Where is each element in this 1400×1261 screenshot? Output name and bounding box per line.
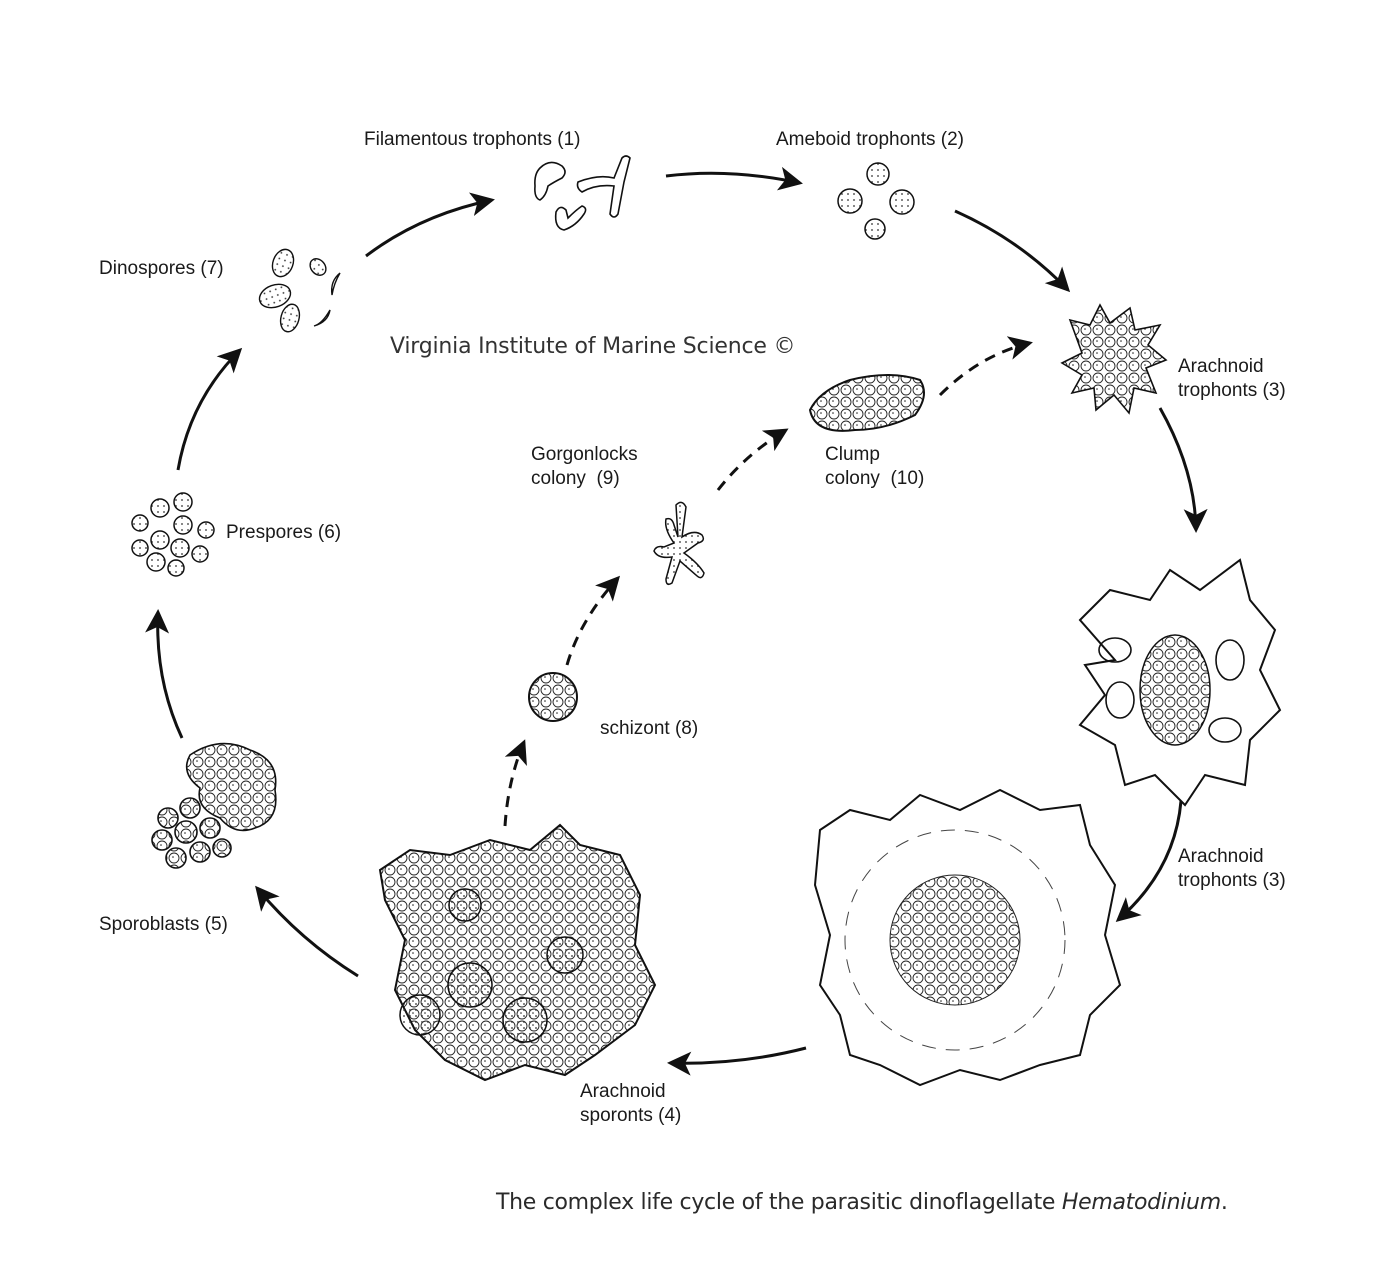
arrow-2-to-3: [954, 209, 1071, 293]
label-arachnoid-trophonts-upper: Arachnoid trophonts (3): [1178, 355, 1286, 403]
caption-text: The complex life cycle of the parasitic …: [496, 1190, 1062, 1215]
clump-colony-illustration: [808, 374, 925, 432]
arachnoid-trophont-mature-illustration: [813, 788, 1122, 1087]
label-line: trophonts (3): [1178, 380, 1286, 401]
arachnoid-trophont-small-illustration: [1060, 303, 1168, 415]
label-schizont: schizont (8): [600, 718, 699, 739]
label-line: Arachnoid: [580, 1081, 666, 1102]
label-line: colony (10): [825, 468, 925, 489]
arachnoid-sporont-illustration: [378, 823, 657, 1082]
label-line: colony (9): [531, 468, 620, 489]
arrow-6-to-7: [176, 347, 243, 471]
arrow-3-to-3large: [1158, 407, 1208, 533]
arrow-5-to-6: [145, 609, 184, 739]
label-filamentous-trophonts: Filamentous trophonts (1): [364, 129, 581, 150]
dashed-arrow-9-to-10: [716, 428, 789, 491]
arrow-1-to-2: [665, 166, 803, 191]
label-line: Arachnoid: [1178, 846, 1264, 867]
caption-period: .: [1220, 1190, 1228, 1215]
label-line: Clump: [825, 444, 880, 465]
label-prespores: Prespores (6): [226, 522, 342, 543]
arrow-3large-to-3mature: [1115, 800, 1183, 922]
label-gorgonlocks-colony: Gorgonlocks colony (9): [531, 443, 638, 491]
label-ameboid-trophonts: Ameboid trophonts (2): [776, 129, 964, 150]
label-line: Gorgonlocks: [531, 444, 638, 465]
watermark: Virginia Institute of Marine Science ©: [390, 334, 796, 359]
label-line: Arachnoid: [1178, 356, 1264, 377]
arrow-3mature-to-4: [667, 1046, 807, 1076]
dashed-arrow-4-to-8: [503, 739, 527, 827]
caption-genus: Hematodinium: [1061, 1190, 1221, 1215]
dinospores-illustration: [258, 248, 341, 333]
label-arachnoid-trophonts-lower: Arachnoid trophonts (3): [1178, 845, 1286, 893]
arrow-4-to-5: [255, 885, 359, 978]
dashed-arrow-10-to-3: [938, 336, 1033, 397]
sporoblasts-illustration: [151, 742, 277, 869]
label-dinospores: Dinospores (7): [99, 258, 224, 279]
arrow-7-to-1: [365, 192, 495, 258]
figure-caption: The complex life cycle of the parasitic …: [496, 1190, 1228, 1215]
schizont-illustration: [528, 672, 578, 722]
label-clump-colony: Clump colony (10): [825, 443, 924, 491]
filamentous-trophonts-illustration: [534, 155, 631, 231]
label-line: trophonts (3): [1178, 870, 1286, 891]
gorgonlocks-colony-illustration: [653, 501, 705, 586]
label-sporoblasts: Sporoblasts (5): [99, 914, 228, 935]
label-arachnoid-sporonts: Arachnoid sporonts (4): [580, 1080, 681, 1128]
ameboid-trophonts-illustration: [837, 162, 915, 240]
prespores-illustration: [131, 492, 215, 577]
arachnoid-trophont-large-illustration: [1078, 558, 1282, 807]
label-line: sporonts (4): [580, 1105, 682, 1126]
dashed-arrow-8-to-9: [565, 575, 621, 666]
